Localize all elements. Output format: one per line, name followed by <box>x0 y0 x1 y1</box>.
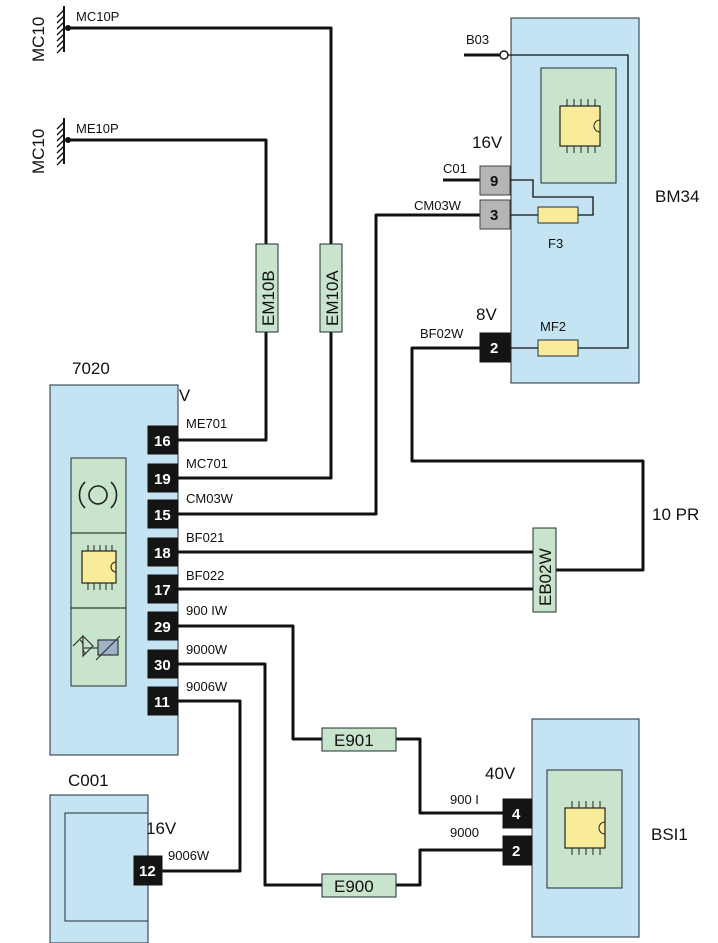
bsi1-pin-2[interactable]: 2 9000 <box>450 825 533 866</box>
wire-label: 900 I <box>450 792 479 807</box>
bsi1[interactable]: BSI1 <box>531 718 688 938</box>
svg-text:30: 30 <box>154 657 171 674</box>
svg-text:EM10B: EM10B <box>259 270 278 326</box>
pin-11[interactable]: 11 9006W <box>147 679 228 716</box>
wire-cm03w[interactable] <box>178 213 480 516</box>
svg-text:EM10A: EM10A <box>323 270 342 326</box>
svg-text:11: 11 <box>154 694 170 711</box>
pin-15[interactable]: 15 CM03W <box>147 491 234 529</box>
wire-label: 9006W <box>186 679 228 694</box>
connector-e900[interactable]: E900 <box>321 873 397 898</box>
ground-point-2: MC10 ME10P <box>29 118 119 174</box>
svg-text:16: 16 <box>154 433 171 450</box>
svg-text:19: 19 <box>154 471 171 488</box>
bm34-pin-2[interactable]: 2 BF02W <box>420 326 511 363</box>
svg-text:2: 2 <box>512 843 520 860</box>
svg-text:12: 12 <box>139 863 156 880</box>
wire-label: CM03W <box>414 198 462 213</box>
wire-label: BF022 <box>186 568 224 583</box>
ground-label: MC10 <box>29 17 48 62</box>
wire-label: 9000 <box>450 825 479 840</box>
component-name: 7020 <box>72 359 110 378</box>
svg-text:EB02W: EB02W <box>536 548 555 606</box>
fuse-mf2[interactable]: MF2 <box>537 319 579 357</box>
wire-label: BF02W <box>420 326 464 341</box>
bm34-pin-9[interactable]: 9 C01 <box>443 161 511 196</box>
wire-label: 9006W <box>168 848 210 863</box>
pin-30[interactable]: 30 9000W <box>147 642 228 679</box>
pin-16[interactable]: 16 ME701 <box>147 416 227 455</box>
wire-label: B03 <box>466 32 489 47</box>
chip-icon <box>559 99 601 153</box>
svg-text:29: 29 <box>154 619 171 636</box>
pin-17[interactable]: 17 BF022 <box>147 568 224 604</box>
connector-label: 8V <box>476 305 497 324</box>
connector-em10b[interactable]: EM10B <box>255 243 279 333</box>
harness-label: 10 PR <box>652 505 699 524</box>
component-name: BSI1 <box>651 825 688 844</box>
ground-point-1: MC10 MC10P <box>29 6 119 62</box>
connector-em10a[interactable]: EM10A <box>319 243 343 333</box>
svg-text:15: 15 <box>154 507 171 524</box>
svg-text:18: 18 <box>154 545 171 562</box>
wire-label: ME701 <box>186 416 227 431</box>
internal-wire <box>510 179 594 216</box>
svg-text:4: 4 <box>512 806 521 823</box>
fuse-f3[interactable]: F3 <box>537 206 579 251</box>
connector-e901[interactable]: E901 <box>321 727 397 752</box>
connector-label: 16V <box>146 819 177 838</box>
svg-text:MF2: MF2 <box>540 319 566 334</box>
component-name: BM34 <box>655 187 699 206</box>
wire-label: 9000W <box>186 642 228 657</box>
bm34-pin-3[interactable]: 3 CM03W <box>414 198 511 230</box>
wire-label: C01 <box>443 161 467 176</box>
bsi1-pin-4[interactable]: 4 900 I <box>450 792 533 829</box>
wire-label: BF021 <box>186 530 224 545</box>
connector-eb02w[interactable]: EB02W <box>532 527 557 613</box>
svg-text:E901: E901 <box>334 731 374 750</box>
svg-text:F3: F3 <box>548 236 563 251</box>
pin-18[interactable]: 18 BF021 <box>147 530 224 567</box>
pin-19[interactable]: 19 MC701 <box>147 456 228 493</box>
svg-text:9: 9 <box>490 173 498 190</box>
internal-wire <box>507 54 629 349</box>
wire-bf02w[interactable] <box>410 346 645 572</box>
svg-text:17: 17 <box>154 582 171 599</box>
chip-icon <box>564 801 606 855</box>
connector-label: 40V <box>485 764 516 783</box>
chip-icon <box>81 545 117 590</box>
ecu-7020-pins: 16 ME701 19 MC701 15 CM03W 18 BF021 17 B… <box>147 416 234 716</box>
wire-9000w[interactable] <box>178 662 503 887</box>
wire-label: MC10P <box>76 9 119 24</box>
wire-label: 900 IW <box>186 603 228 618</box>
component-name: C001 <box>68 771 109 790</box>
svg-text:3: 3 <box>490 207 498 224</box>
fan-relay-icon <box>72 634 121 661</box>
c001-pin-12[interactable]: 12 9006W <box>133 848 210 886</box>
svg-text:E900: E900 <box>334 877 374 896</box>
connector-label: 16V <box>472 133 503 152</box>
wire-label: ME10P <box>76 121 119 136</box>
ground-label: MC10 <box>29 129 48 174</box>
pin-29[interactable]: 29 900 IW <box>147 603 228 641</box>
wire-9006w[interactable] <box>162 699 242 873</box>
wire-label: MC701 <box>186 456 228 471</box>
bm34[interactable]: BM34 F3 MF2 <box>499 17 699 384</box>
wire-label: CM03W <box>186 491 234 506</box>
sensor-icon <box>78 481 118 509</box>
c001[interactable]: C001 <box>49 771 149 943</box>
svg-text:2: 2 <box>490 340 498 357</box>
